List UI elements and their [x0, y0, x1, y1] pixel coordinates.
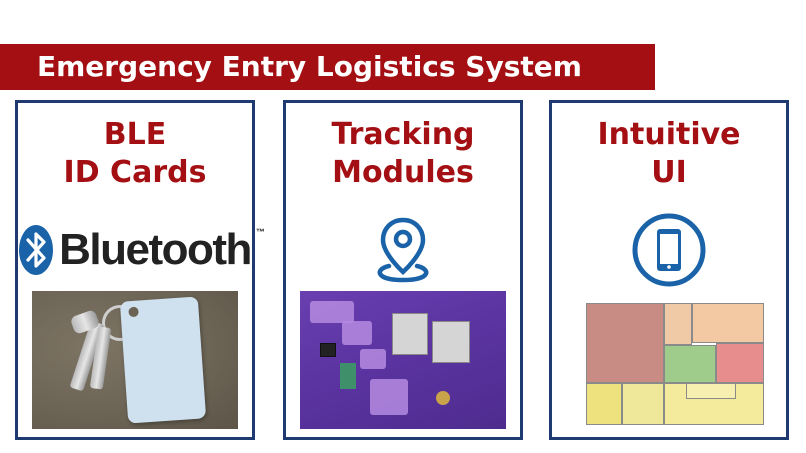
label-sticker [310, 301, 354, 323]
trademark-mark: ™ [255, 227, 265, 237]
floor-room [664, 345, 716, 383]
tracking-module-photo [300, 291, 506, 429]
card-tracking-modules: Tracking Modules [283, 100, 523, 440]
card-title-line: Modules [332, 155, 474, 190]
floor-room [586, 303, 664, 383]
location-pin-icon-svg [377, 217, 429, 283]
card-title-line: BLE [103, 117, 167, 152]
floor-room [686, 383, 736, 399]
id-card-shape [119, 296, 207, 424]
location-pin-icon [286, 215, 520, 285]
ble-card-photo [32, 291, 238, 429]
antenna-module [340, 363, 356, 389]
card-title-line: ID Cards [63, 155, 207, 190]
title-banner: Emergency Entry Logistics System [0, 44, 655, 90]
banner-title: Emergency Entry Logistics System [37, 50, 582, 83]
card-title: BLE ID Cards [18, 116, 252, 192]
floor-room [586, 383, 622, 425]
card-title-line: UI [651, 155, 687, 190]
floor-plan-image [566, 291, 772, 429]
bluetooth-text: Bluetooth [59, 225, 252, 274]
floor-room [716, 343, 764, 383]
label-sticker [360, 349, 386, 369]
card-title-line: Tracking [331, 117, 475, 152]
antenna-connector [436, 391, 450, 405]
floor-room [692, 303, 764, 343]
card-intuitive-ui: Intuitive UI [549, 100, 789, 440]
card-title-line: Intuitive [597, 117, 741, 152]
floor-room [664, 303, 692, 345]
floor-room [622, 383, 664, 425]
bluetooth-icon [19, 225, 54, 275]
label-sticker [370, 379, 408, 415]
gps-module [432, 321, 470, 363]
card-title: Intuitive UI [552, 116, 786, 192]
ic-chip [320, 343, 336, 357]
smartphone-icon-svg [632, 213, 706, 287]
smartphone-icon [552, 213, 786, 287]
sim-slot [392, 313, 428, 355]
card-title: Tracking Modules [286, 116, 520, 192]
label-sticker [342, 321, 372, 345]
